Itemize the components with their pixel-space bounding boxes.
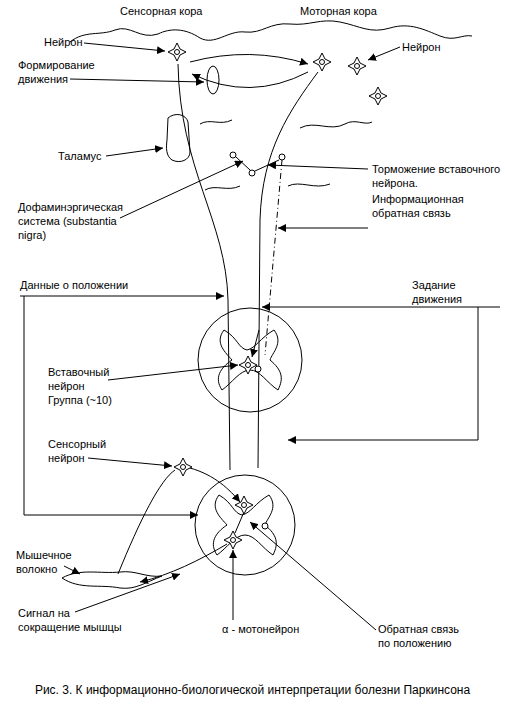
nigra-neuron	[230, 152, 236, 158]
leader-line	[250, 522, 376, 630]
nigra-neuron	[279, 154, 285, 160]
grey-matter	[218, 330, 281, 390]
neuron-body	[168, 43, 186, 61]
neuron-symbol	[168, 43, 186, 61]
brain-contour	[300, 122, 372, 128]
label-text: Формирование движения	[18, 58, 108, 86]
thalamus-shape	[167, 115, 190, 162]
sensory-fiber	[190, 468, 240, 502]
neuron-symbol	[239, 356, 257, 374]
neuron-body	[369, 87, 387, 105]
leader-line	[106, 148, 163, 156]
neuron-nucleus	[181, 465, 186, 470]
bracket-line	[288, 307, 478, 440]
leader-line	[88, 458, 172, 466]
cortex-outline	[70, 21, 472, 42]
movement-ellipse	[207, 66, 219, 94]
cortex-loop-arrow	[192, 72, 308, 88]
neuron-link	[235, 512, 244, 533]
label-text: Таламус	[58, 149, 101, 163]
neuron-symbol	[369, 87, 387, 105]
bracket-line	[24, 296, 198, 515]
neuron-nucleus	[376, 94, 381, 99]
figure-caption: Рис. 3. К информационно-биологической ин…	[0, 683, 505, 698]
neuron-symbol	[348, 57, 366, 75]
small-neuron	[262, 523, 268, 529]
neuron-body	[224, 531, 242, 549]
neuron-nucleus	[355, 64, 360, 69]
brain-contour	[205, 186, 240, 190]
neuron-symbol	[224, 531, 242, 549]
motor-fiber	[140, 544, 227, 582]
leader-line	[84, 43, 165, 51]
neuron-nucleus	[175, 50, 180, 55]
label-text: Вставочный нейрон Группа (~10)	[48, 365, 122, 407]
leader-line	[268, 165, 368, 169]
leader-line	[20, 296, 224, 297]
leader-line	[64, 566, 80, 574]
neuron-body	[239, 356, 257, 374]
neuron-body	[348, 57, 366, 75]
leader-line	[108, 365, 238, 380]
feedback-dashed-line	[265, 160, 282, 355]
label-text: Информационная обратная связь	[372, 192, 504, 220]
leader-line	[70, 79, 204, 82]
neuron-nucleus	[242, 503, 247, 508]
leader-line	[120, 161, 243, 218]
label-text: Моторная кора	[300, 4, 377, 18]
nigra-neuron	[249, 170, 255, 176]
descending-tract	[258, 72, 318, 468]
neuron-nucleus	[320, 60, 325, 65]
label-text: Торможение вставочного нейрона.	[372, 162, 504, 190]
spinal-section	[198, 308, 302, 412]
neuron-symbol	[313, 53, 331, 71]
neuron-nucleus	[231, 538, 236, 543]
label-text: Дофаминэргическая система (substantia ni…	[18, 200, 123, 242]
leader-line	[75, 574, 180, 612]
label-text: Сенсорная кора	[120, 4, 203, 18]
leader-line	[278, 228, 368, 229]
label-text: Сенсорный нейрон	[48, 437, 113, 465]
label-text: Нейрон	[44, 35, 83, 49]
label-text: Сигнал на сокращение мышцы	[18, 606, 123, 634]
label-text: Мышечное волокно	[16, 548, 78, 576]
neuron-body	[174, 458, 192, 476]
label-text: α - мотонейрон	[222, 622, 299, 636]
leader-line	[368, 47, 400, 60]
neuron-body	[313, 53, 331, 71]
neuron-symbol	[174, 458, 192, 476]
small-neuron	[255, 366, 261, 372]
brain-contour	[200, 120, 232, 124]
leader-line	[262, 307, 500, 308]
spinal-section	[195, 475, 295, 575]
label-text: Данные о положении	[20, 278, 128, 292]
label-text: Нейрон	[402, 40, 441, 54]
label-text: Обратная связь по положению	[378, 622, 473, 650]
neuron-symbol	[235, 496, 253, 514]
neuron-nucleus	[246, 363, 251, 368]
label-text: Задание движения	[412, 278, 472, 306]
leader-line	[233, 550, 234, 620]
cortex-loop-arrow	[190, 54, 308, 64]
brain-contour	[288, 184, 330, 186]
neuron-body	[235, 496, 253, 514]
sensory-fiber	[118, 470, 175, 574]
ascending-tract	[178, 64, 230, 470]
